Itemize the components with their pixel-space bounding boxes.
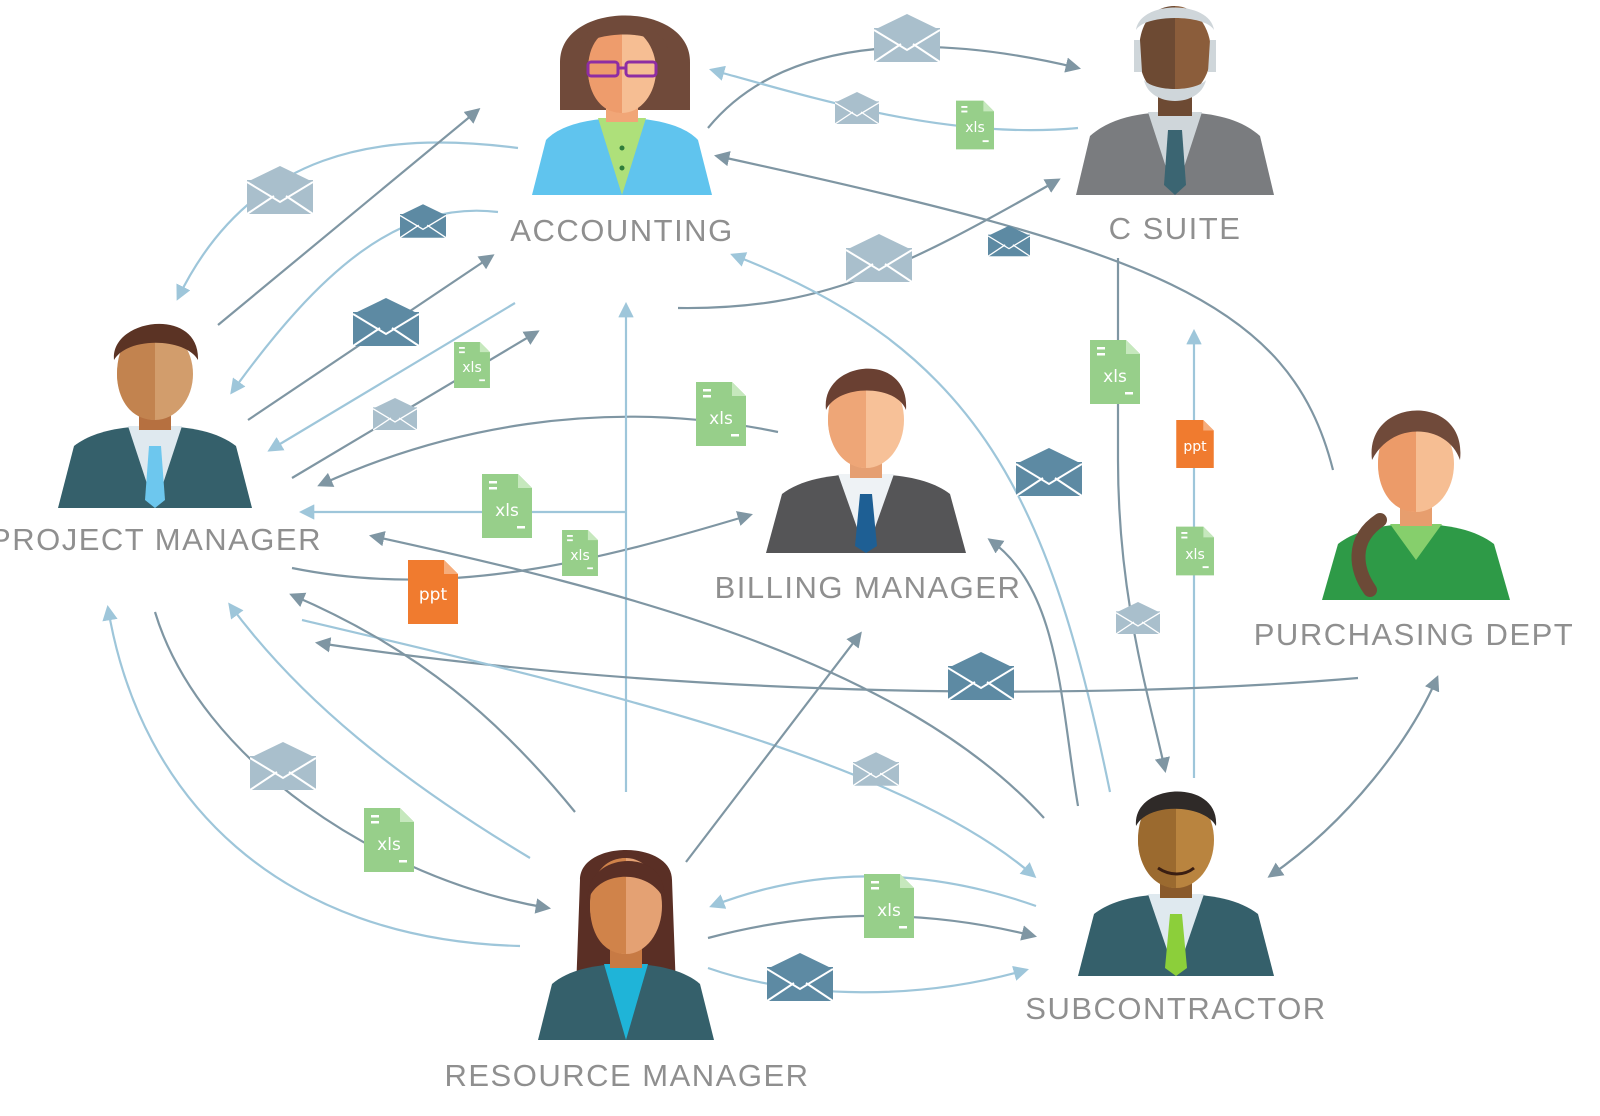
arrow xyxy=(228,602,531,859)
arrow xyxy=(1116,258,1170,774)
arrow xyxy=(176,141,519,301)
envelope-icon xyxy=(853,751,899,787)
file-type-label: xls xyxy=(877,901,901,921)
xls-file-icon: xls xyxy=(454,342,490,388)
arrow xyxy=(707,46,1081,129)
c-suite-avatar xyxy=(1076,6,1274,195)
accounting-avatar xyxy=(532,15,712,195)
envelope-icon xyxy=(767,951,833,1003)
purchasing-dept-avatar xyxy=(1322,410,1510,600)
arrow xyxy=(267,302,516,452)
purchasing-dept-label: PURCHASING DEPT xyxy=(1254,617,1574,652)
envelope-icon xyxy=(835,91,879,125)
file-type-label: ppt xyxy=(1183,439,1207,455)
envelope-icon xyxy=(353,296,419,348)
file-icons: xls xls xls xls xls xls xls xls xyxy=(364,100,1214,938)
xls-file-icon: xls xyxy=(1090,340,1140,404)
ppt-file-icon: ppt xyxy=(408,560,458,624)
xls-file-icon: xls xyxy=(562,530,598,576)
file-type-label: xls xyxy=(965,120,984,136)
subcontractor-avatar xyxy=(1078,791,1274,976)
arrow xyxy=(102,604,521,948)
arrow xyxy=(707,965,1029,994)
arrow xyxy=(987,538,1080,807)
ppt-file-icon: ppt xyxy=(1176,420,1214,468)
resource-manager-avatar xyxy=(538,850,714,1040)
envelope-icon xyxy=(1116,601,1160,635)
envelope-icon xyxy=(250,740,316,792)
envelope-icon xyxy=(846,232,912,284)
arrow xyxy=(289,592,576,813)
envelope-icon xyxy=(400,203,446,239)
project-manager-label: PROJECT MANAGER xyxy=(0,522,322,557)
xls-file-icon: xls xyxy=(482,474,532,538)
c-suite-label: C SUITE xyxy=(1109,211,1242,246)
file-type-label: xls xyxy=(570,548,589,564)
xls-file-icon: xls xyxy=(864,874,914,938)
arrow xyxy=(301,618,1037,879)
envelope-icon xyxy=(874,12,940,64)
arrow xyxy=(314,637,1359,693)
arrow xyxy=(368,531,1045,819)
arrow xyxy=(217,108,481,326)
xls-file-icon: xls xyxy=(696,382,746,446)
file-type-label: xls xyxy=(377,835,401,855)
file-type-label: xls xyxy=(1103,367,1127,387)
subcontractor-label: SUBCONTRACTOR xyxy=(1025,991,1326,1026)
file-type-label: xls xyxy=(709,409,733,429)
arrow xyxy=(713,151,1335,471)
billing-manager-avatar xyxy=(766,368,966,553)
arrow xyxy=(1267,675,1440,878)
file-type-label: xls xyxy=(1185,547,1204,563)
arrow xyxy=(730,252,1112,793)
arrow xyxy=(230,209,499,395)
arrow xyxy=(153,611,552,914)
file-type-label: xls xyxy=(462,360,481,376)
billing-manager-label: BILLING MANAGER xyxy=(715,570,1022,605)
accounting-label: ACCOUNTING xyxy=(510,213,733,248)
envelope-icon xyxy=(247,164,313,216)
project-manager-avatar xyxy=(58,323,252,508)
arrow xyxy=(291,330,540,479)
file-type-label: ppt xyxy=(419,585,448,605)
arrow xyxy=(685,631,862,863)
xls-file-icon: xls xyxy=(364,808,414,872)
xls-file-icon: xls xyxy=(956,100,994,150)
envelope-icon xyxy=(373,397,417,431)
envelope-icon xyxy=(1016,446,1082,498)
file-type-label: xls xyxy=(495,501,519,521)
xls-file-icon: xls xyxy=(1176,526,1214,576)
resource-manager-label: RESOURCE MANAGER xyxy=(444,1058,809,1093)
arrow xyxy=(709,65,1079,132)
envelope-icon xyxy=(948,650,1014,702)
